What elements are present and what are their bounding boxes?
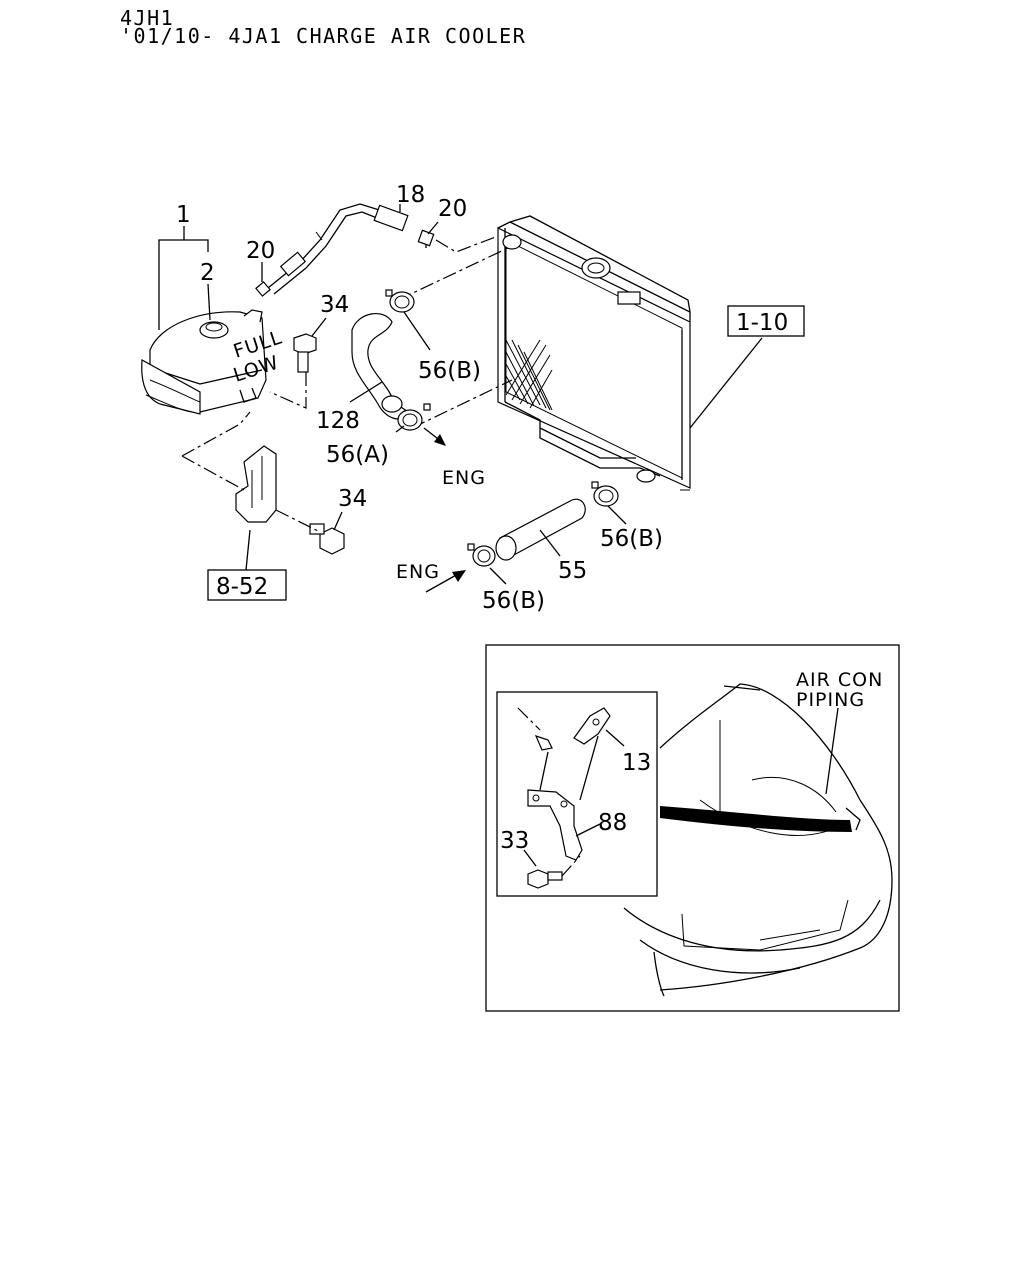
eng-label-lower: ENG [396,561,440,583]
callout-56a: 56(A) [326,442,389,468]
bolt-34-lower [309,523,345,555]
radiator-assembly [497,215,691,491]
vehicle-rear-outline [623,683,893,997]
leader-lines [158,204,763,585]
aircon-label-line2: PIPING [796,689,865,711]
callout-56b-lower: 56(B) [482,588,545,614]
ref-box-1-10 [727,305,805,337]
reserve-tank: FULL LOW [141,309,285,415]
callout-20-left: 20 [246,238,275,264]
eng-label-upper: ENG [442,467,486,489]
upper-hose-128 [351,313,409,420]
detail-inset: AIR CON PIPING 13 88 33 [485,644,900,1012]
callout-56b-right: 56(B) [600,526,663,552]
callout-88: 88 [598,810,627,836]
hose-clamp-56b-upper [385,289,415,313]
ref-box-8-52 [207,569,287,601]
ref-label-1-10: 1-10 [736,310,788,336]
callout-2: 2 [200,260,215,286]
callout-56b-upper: 56(B) [418,358,481,384]
radiator-core-hatch [505,339,553,411]
callout-1: 1 [176,202,191,228]
callout-18: 18 [396,182,425,208]
lower-hose-55 [495,498,586,561]
callout-55: 55 [558,558,587,584]
overflow-hose [255,203,409,297]
bolt-34-upper [293,333,317,373]
callout-34-lower: 34 [338,486,367,512]
clip-detail-parts [517,707,625,889]
callout-128: 128 [316,408,360,434]
callout-34-upper: 34 [320,292,349,318]
eng-arrow-lower [425,570,466,593]
diagram-header-title: '01/10- 4JA1 CHARGE AIR COOLER [120,24,527,48]
callout-20-right: 20 [438,196,467,222]
callout-13: 13 [622,750,651,776]
aircon-label-line1: AIR CON [796,669,883,691]
ref-label-8-52: 8-52 [216,574,268,600]
callout-33: 33 [500,828,529,854]
clip-detail-box [496,691,658,897]
tank-bracket [235,445,277,523]
hose-clamp-56a [397,403,431,431]
hose-clamp-56b-lower [467,543,496,567]
hose-clamp-56b-right [591,481,619,507]
diagram-header-model: 4JH1 [120,6,175,30]
eng-arrow-upper [423,427,446,446]
hose-clip-20-right [417,229,435,248]
